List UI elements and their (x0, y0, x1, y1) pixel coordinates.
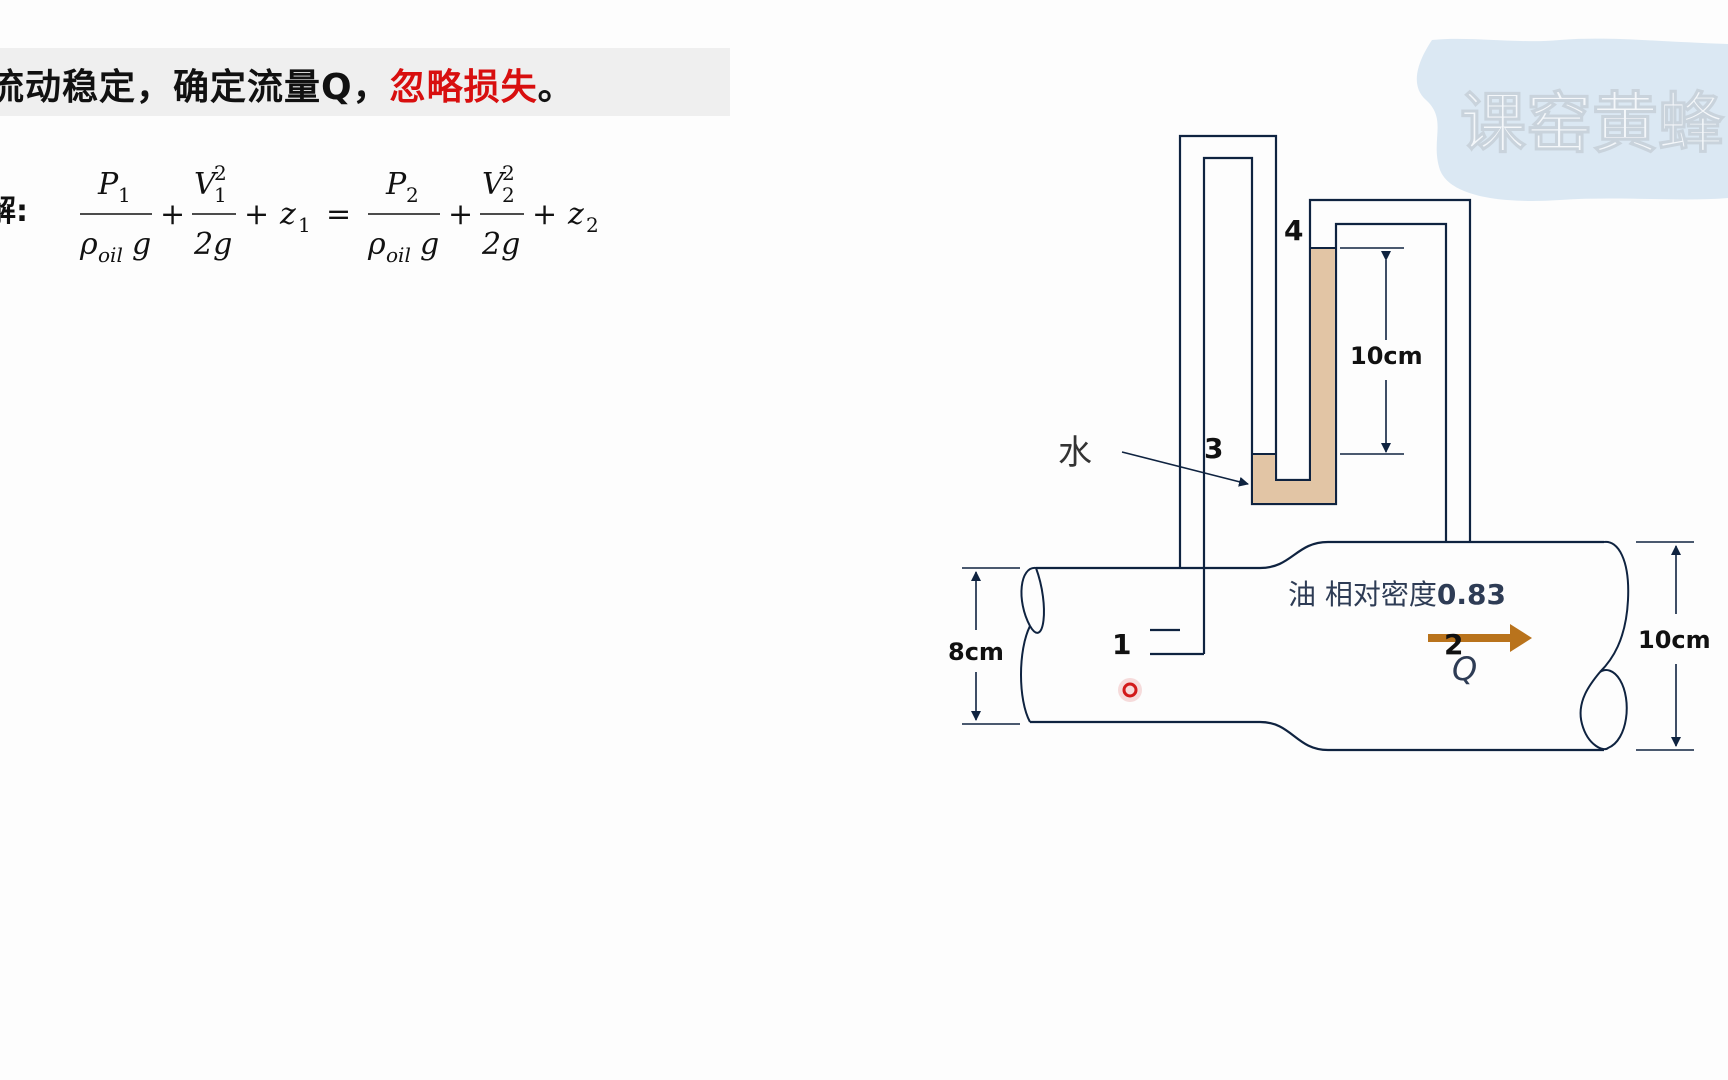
eq-p1: P (97, 167, 119, 202)
eq-z1: z (279, 197, 296, 232)
problem-banner (0, 48, 730, 116)
flow-arrow (1428, 624, 1532, 652)
problem-statement-emphasis: 忽略损失 (389, 67, 538, 108)
laser-pointer-glow (1118, 678, 1142, 702)
left-diameter-label: 8cm (948, 638, 1004, 666)
point-2-label: 2 (1444, 628, 1463, 661)
pipe-bottom-wall (1030, 720, 1604, 752)
watermark-brush (1416, 38, 1728, 201)
flow-q-label: Q (1452, 650, 1477, 688)
eq-plus-4: + (532, 197, 557, 232)
eq-p2: P (385, 167, 407, 202)
water-pointer (1121, 451, 1249, 487)
eq-plus-1: + (160, 197, 185, 232)
eq-equals: = (326, 197, 351, 232)
problem-statement: 流动稳定，确定流量Q，忽略损失。 (0, 58, 575, 110)
eq-rho-sub-1: oil (98, 243, 123, 267)
eq-p2-sub: 2 (406, 183, 419, 207)
bernoulli-equation: P 1 ρ oil g + V 2 1 2g + z 1 = P 2 ρ oil… (79, 161, 599, 267)
eq-v2: V (482, 167, 507, 202)
eq-v1: V (194, 167, 219, 202)
eq-2g-2: 2g (481, 227, 520, 262)
eq-g-1: g (132, 227, 151, 262)
pipe-top-wall (1036, 540, 1604, 570)
eq-v1-sub: 1 (214, 183, 227, 207)
pipe-left-cut-lower (1020, 625, 1031, 723)
water-label: 水 (1058, 433, 1092, 473)
right-diameter-label: 10cm (1638, 626, 1711, 654)
eq-v2-sub: 2 (502, 183, 515, 207)
eq-p1-sub: 1 (118, 183, 131, 207)
problem-statement-end: 。 (537, 67, 575, 108)
oil-name: 油 相对密度 (1288, 578, 1437, 611)
solution-label: 解: (0, 194, 28, 229)
eq-g-2: g (420, 227, 439, 262)
eq-z1-sub: 1 (298, 213, 311, 237)
point-1-label: 1 (1112, 628, 1131, 661)
manometer-height-label: 10cm (1350, 342, 1423, 370)
eq-rho-sub-2: oil (386, 243, 411, 267)
eq-plus-3: + (448, 197, 473, 232)
oil-label: 油 相对密度0.83 (1288, 578, 1506, 611)
eq-z2-sub: 2 (586, 213, 599, 237)
point-3-label: 3 (1204, 432, 1223, 465)
water-column (1251, 247, 1337, 505)
problem-statement-main: 流动稳定，确定流量Q， (0, 67, 390, 108)
point-4-label: 4 (1284, 214, 1303, 247)
eq-v1-sup: 2 (214, 161, 227, 185)
eq-z2: z (567, 197, 584, 232)
eq-rho-2: ρ (367, 227, 386, 262)
eq-rho-1: ρ (79, 227, 98, 262)
pitot-probe-tip (1150, 628, 1204, 656)
watermark-text: 课窑黄蜂 (1460, 85, 1725, 162)
eq-v2-sup: 2 (502, 161, 515, 185)
pipe-right-cut-upper (1599, 540, 1630, 673)
eq-plus-2: + (244, 197, 269, 232)
pipe-right-cut-lower (1579, 669, 1628, 751)
oil-specific-gravity: 0.83 (1437, 578, 1506, 611)
pipe-fill (1019, 542, 1628, 750)
eq-2g-1: 2g (193, 227, 232, 262)
watermark: 课窑黄蜂 (1416, 38, 1728, 201)
laser-pointer-dot (1122, 682, 1138, 698)
